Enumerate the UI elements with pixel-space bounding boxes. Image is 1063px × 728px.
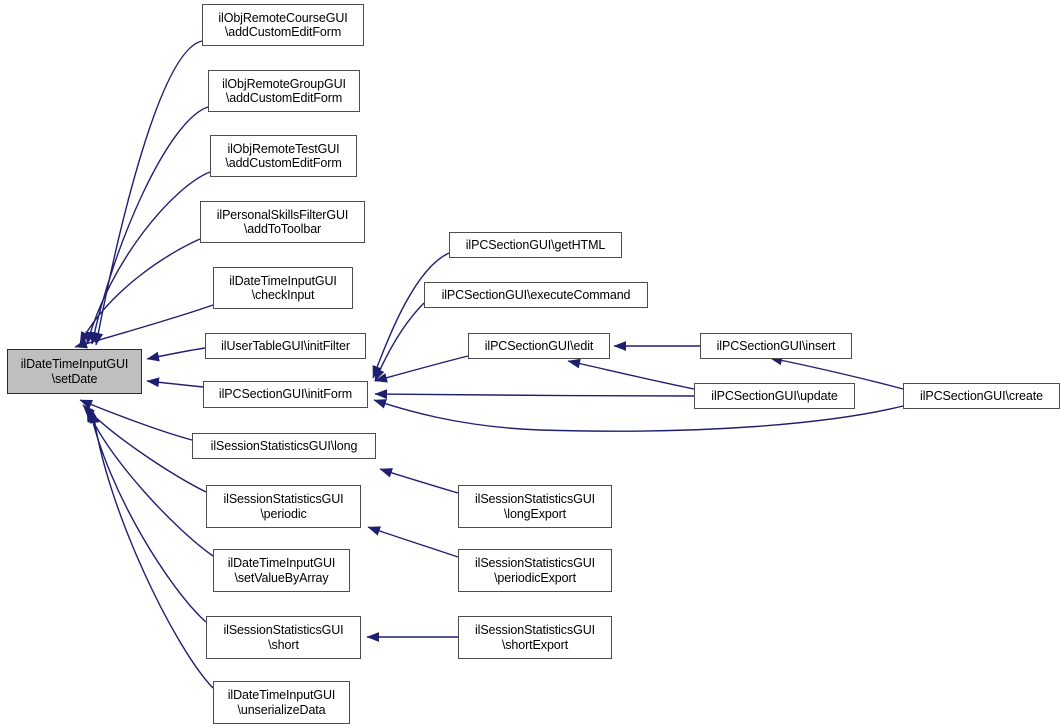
node-label: ilPCSectionGUI\insert (716, 338, 836, 353)
node-label: ilDateTimeInputGUI \checkInput (229, 273, 337, 303)
edge-n13-to-n7 (372, 252, 450, 379)
node-ilobjremotecoursegui-addcustomeditform[interactable]: ilObjRemoteCourseGUI \addCustomEditForm (202, 4, 364, 46)
node-ilpcsectiongui-insert[interactable]: ilPCSectionGUI\insert (700, 333, 852, 359)
edge-n7-to-root (146, 377, 204, 388)
node-ilsessionstatisticsgui-periodic[interactable]: ilSessionStatisticsGUI \periodic (206, 485, 361, 528)
node-label: ilSessionStatisticsGUI \periodicExport (474, 556, 596, 585)
node-ilpcsectiongui-edit[interactable]: ilPCSectionGUI\edit (468, 333, 610, 359)
node-ilsessionstatisticsgui-short[interactable]: ilSessionStatisticsGUI \short (206, 616, 361, 659)
edge-n10-to-root (86, 408, 214, 557)
node-label: ilPCSectionGUI\edit (484, 338, 594, 353)
edge-n1-to-root (93, 40, 203, 346)
node-label: ilObjRemoteGroupGUI \addCustomEditForm (222, 76, 346, 106)
node-label: ilPCSectionGUI\executeCommand (441, 287, 631, 302)
node-label: ilSessionStatisticsGUI\long (210, 438, 358, 453)
node-ilsessionstatisticsgui-long[interactable]: ilSessionStatisticsGUI\long (192, 433, 376, 459)
node-label: ilDateTimeInputGUI \setValueByArray (227, 556, 336, 585)
node-ilsessionstatisticsgui-shortexport[interactable]: ilSessionStatisticsGUI \shortExport (458, 616, 612, 659)
node-label: ilSessionStatisticsGUI \longExport (474, 492, 596, 521)
edge-n2-to-root (89, 106, 209, 345)
edge-n17-to-n15 (567, 358, 695, 390)
node-label: ilPCSectionGUI\create (920, 388, 1043, 403)
edge-n20-to-n9 (367, 526, 459, 558)
node-label: ilPCSectionGUI\initForm (218, 387, 353, 402)
edge-n6-to-root (146, 347, 206, 362)
node-ilsessionstatisticsgui-periodicexport[interactable]: ilSessionStatisticsGUI \periodicExport (458, 549, 612, 592)
node-label: ilPCSectionGUI\update (711, 388, 838, 403)
node-ilpersonalskillsfiltergui-addtotoolbar[interactable]: ilPersonalSkillsFilterGUI \addToToolbar (200, 201, 365, 243)
edge-n17-to-n7 (374, 389, 695, 400)
node-ilobjremotetestgui-addcustomeditform[interactable]: ilObjRemoteTestGUI \addCustomEditForm (210, 135, 357, 177)
node-label: ilPCSectionGUI\getHTML (465, 237, 606, 252)
edge-n4-to-root (79, 238, 201, 345)
edge-n5-to-root (74, 304, 214, 349)
node-label: ilDateTimeInputGUI \unserializeData (227, 688, 336, 717)
node-ildatetimeinputgui-checkinput[interactable]: ilDateTimeInputGUI \checkInput (213, 267, 353, 309)
edge-n19-to-n8 (379, 468, 459, 494)
node-label: ilUserTableGUI\initFilter (221, 338, 350, 353)
edge-n11-to-root (87, 409, 207, 623)
node-label: ilSessionStatisticsGUI \short (223, 623, 344, 652)
node-ilpcsectiongui-executecommand[interactable]: ilPCSectionGUI\executeCommand (424, 282, 648, 308)
node-ilobjremotegroupgui-addcustomeditform[interactable]: ilObjRemoteGroupGUI \addCustomEditForm (208, 70, 360, 112)
node-label: ilObjRemoteCourseGUI \addCustomEditForm (218, 10, 348, 40)
node-ilsessionstatisticsgui-longexport[interactable]: ilSessionStatisticsGUI \longExport (458, 485, 612, 528)
node-ilusertablegui-initfilter[interactable]: ilUserTableGUI\initFilter (205, 333, 366, 359)
node-label: ilDateTimeInputGUI \setDate (20, 357, 129, 386)
edge-n15-to-n7 (374, 355, 469, 383)
node-ildatetimeinputgui-setvaluebyarray[interactable]: ilDateTimeInputGUI \setValueByArray (213, 549, 350, 592)
edge-n3-to-root (85, 171, 211, 345)
node-label: ilSessionStatisticsGUI \periodic (223, 492, 344, 521)
node-ilpcsectiongui-initform[interactable]: ilPCSectionGUI\initForm (203, 381, 368, 408)
node-ilpcsectiongui-update[interactable]: ilPCSectionGUI\update (694, 383, 855, 409)
node-label: ilObjRemoteTestGUI \addCustomEditForm (225, 141, 342, 171)
node-label: ilPersonalSkillsFilterGUI \addToToolbar (216, 207, 349, 237)
node-ilpcsectiongui-create[interactable]: ilPCSectionGUI\create (903, 383, 1060, 409)
node-ildatetimeinputgui-unserializedata[interactable]: ilDateTimeInputGUI \unserializeData (213, 681, 350, 724)
node-label: ilSessionStatisticsGUI \shortExport (474, 623, 596, 652)
edge-n8-to-root (79, 399, 193, 441)
node-ilpcsectiongui-gethtml[interactable]: ilPCSectionGUI\getHTML (449, 232, 622, 258)
edge-n9-to-root (82, 404, 207, 493)
node-root-ildatetimeinputgui-setdate[interactable]: ilDateTimeInputGUI \setDate (7, 349, 142, 394)
edge-n14-to-n7 (374, 302, 425, 382)
